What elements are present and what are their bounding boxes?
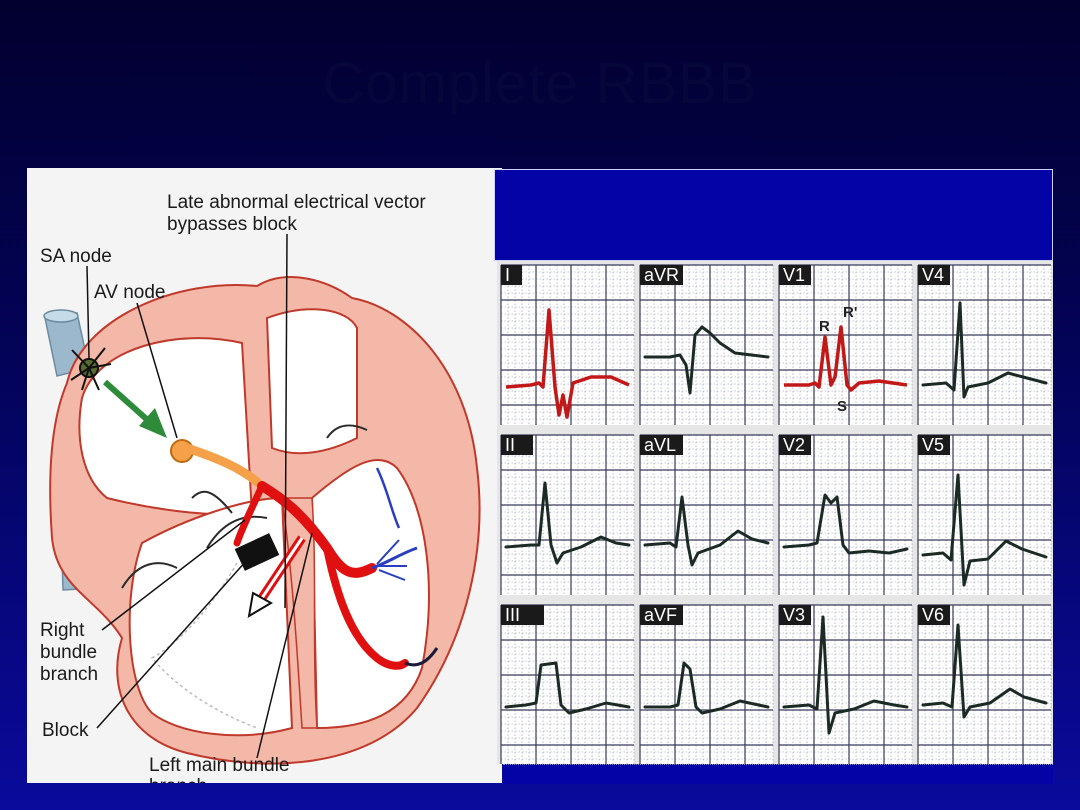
block-label: Block: [42, 720, 89, 741]
lead-label-i: I: [505, 265, 510, 285]
ecg-lead-v5: V5: [917, 434, 1052, 595]
lead-label-v5: V5: [922, 435, 944, 455]
lead-tag-bg: [640, 605, 683, 625]
lead-tag-bg: [501, 435, 533, 455]
ecg-header-band: [494, 169, 1053, 261]
lead-label-v2: V2: [783, 435, 805, 455]
left-main-label-2: branch: [149, 776, 207, 783]
ecg-grid-bg: [640, 605, 773, 764]
ecg-lead-avf: aVF: [639, 604, 774, 764]
ecg-lead-avl: aVL: [639, 434, 774, 595]
v1-s-label: S: [837, 398, 847, 415]
v1-r-label: R: [819, 318, 830, 335]
ecg-lead-v2: V2: [778, 434, 913, 595]
vessel-opening: [43, 309, 79, 323]
right-bundle-branch: [233, 482, 266, 547]
ecg-trace-v1: [784, 325, 908, 392]
vector-label-line2: bypasses block: [167, 214, 297, 235]
his-bundle: [182, 443, 267, 491]
lead-tag-bg: [501, 605, 544, 625]
right-bundle-label-3: branch: [40, 664, 98, 685]
ecg-grid-bg: [640, 265, 773, 425]
lead-label-avl: aVL: [644, 435, 676, 455]
right-bundle-label-2: bundle: [40, 642, 97, 663]
impulse-arrow: [103, 379, 154, 427]
ecg-grid-bg: [501, 605, 634, 764]
ecg-grid-bg: [501, 265, 634, 425]
ecg-trace-v5: [921, 473, 1048, 587]
lead-label-avf: aVF: [644, 605, 677, 625]
left-main-label-1: Left main bundle: [149, 755, 290, 776]
lead-tag-bg: [640, 435, 683, 455]
lead-label-iii: III: [505, 605, 520, 625]
ecg-trace-i: [505, 308, 630, 419]
lead-label-ii: II: [505, 435, 515, 455]
lead-label-v3: V3: [783, 605, 805, 625]
leader-lines: [86, 233, 313, 759]
left-atrium: [265, 308, 358, 455]
ecg-trace-avr: [643, 325, 770, 395]
lead-label-v6: V6: [922, 605, 944, 625]
ecg-grid-bg: [501, 435, 634, 595]
ecg-lead-v1: V1R R' S: [778, 264, 913, 425]
lead-tag-bg: [501, 265, 522, 285]
av-node-label: AV node: [94, 282, 165, 303]
ecg-trace-v4: [921, 301, 1048, 399]
ecg-grid-bg: [779, 265, 912, 425]
lead-tag-bg: [779, 605, 811, 625]
slide-title: Complete RBBB: [322, 51, 758, 116]
ecg-grid-bg: [779, 605, 912, 764]
ecg-lead-v6: V6: [917, 604, 1052, 764]
lead-tag-bg: [918, 265, 950, 285]
lead-tag-bg: [918, 435, 950, 455]
ecg-trace-v2: [782, 493, 909, 555]
heart-diagram-panel: Late abnormal electrical vector bypasses…: [27, 168, 502, 783]
right-bundle-label-1: Right: [40, 620, 85, 641]
ecg-grid-bg: [918, 605, 1051, 764]
v1-r-prime-label: R': [843, 304, 857, 321]
lead-label-v1: V1: [783, 265, 805, 285]
lead-tag-bg: [779, 435, 811, 455]
ecg-bottom-bar: [503, 764, 1053, 784]
ecg-lead-avr: aVR: [639, 264, 774, 425]
impulse-arrowhead: [139, 408, 167, 438]
ecg-lead-v4: V4: [917, 264, 1052, 425]
ecg-trace-avl: [643, 495, 770, 567]
sa-node-label: SA node: [40, 246, 112, 267]
left-ventricle: [310, 458, 430, 730]
lead-label-v4: V4: [922, 265, 944, 285]
ecg-grid-bg: [918, 265, 1051, 425]
ecg-trace-v6: [921, 623, 1048, 719]
ecg-grid-bg: [640, 435, 773, 595]
ecg-trace-avf: [643, 661, 770, 715]
sa-node-rays: [70, 347, 112, 391]
ecg-trace-ii: [504, 481, 631, 565]
ecg-lead-v3: V3: [778, 604, 913, 764]
ecg-trace-v3: [782, 615, 909, 735]
heart-diagram: Late abnormal electrical vector bypasses…: [40, 192, 481, 783]
vector-label-line1: Late abnormal electrical vector: [167, 192, 426, 213]
bypass-vector-arrowhead: [247, 591, 274, 618]
lead-tag-bg: [918, 605, 950, 625]
ecg-grid-bg: [918, 435, 1051, 595]
ecg-grid-bg: [779, 435, 912, 595]
lead-label-avr: aVR: [644, 265, 679, 285]
ecg-lead-iii: III: [500, 604, 635, 764]
ecg-trace-iii: [504, 661, 631, 715]
ecg-lead-i: I: [500, 264, 635, 425]
lead-tag-bg: [640, 265, 683, 285]
lead-tag-bg: [779, 265, 811, 285]
ecg-lead-ii: II: [500, 434, 635, 595]
